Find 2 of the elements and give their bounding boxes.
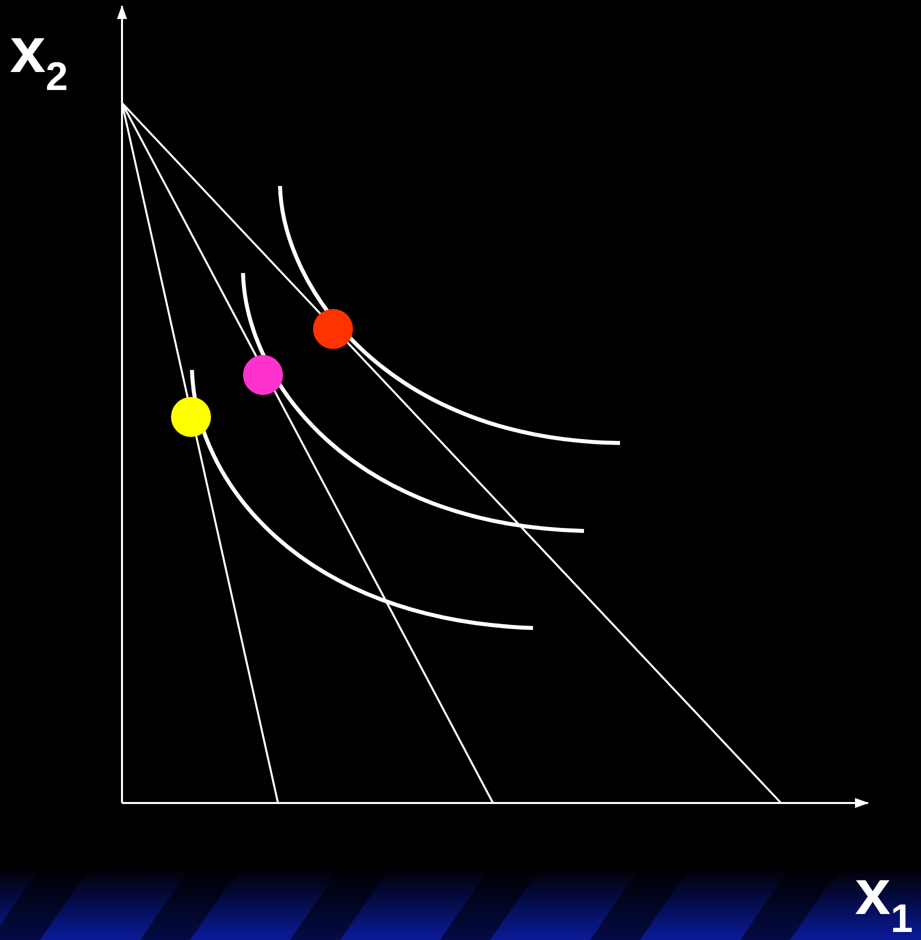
axis-label: x$_{1}$ [855, 860, 913, 939]
axis-label: x$_{2}$ [10, 18, 68, 97]
